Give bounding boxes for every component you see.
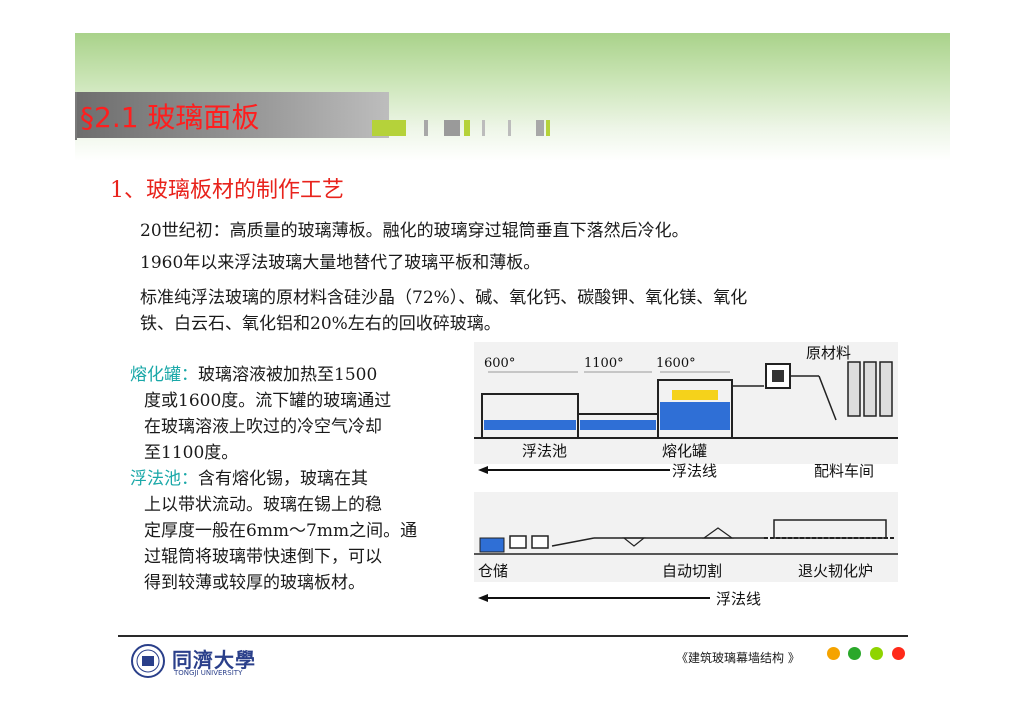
temp-1100-label: 1100° (584, 356, 624, 371)
float-line-5: 得到较薄或较厚的玻璃板材。 (144, 573, 365, 593)
annealing-label: 退火韧化炉 (798, 562, 874, 580)
float-line-3: 定厚度一般在6mm～7mm之间。通 (144, 521, 418, 541)
temp-600-label: 600° (484, 356, 516, 371)
float-process-diagram: 600° 1100° 1600° 原材料 浮法池 熔化罐 浮法线 配料车间 仓储… (474, 342, 898, 614)
melting-tank-label: 熔化罐 (662, 442, 708, 460)
logo-english: TONGJI UNIVERSITY (174, 669, 243, 677)
float-line-top-label: 浮法线 (672, 462, 718, 480)
temp-1600-label: 1600° (656, 356, 696, 371)
orange-dot-icon (827, 647, 840, 660)
red-dot-icon (892, 647, 905, 660)
auto-cut-label: 自动切割 (662, 562, 723, 580)
title-box (77, 92, 389, 138)
header-rule (75, 92, 77, 140)
batch-room-label: 配料车间 (814, 462, 875, 480)
tongji-logo: 同濟大學 TONGJI UNIVERSITY (130, 643, 270, 679)
green-dot-icon (848, 647, 861, 660)
course-title: 《建筑玻璃幕墙结构 》 (676, 651, 800, 665)
float-line-4: 过辊筒将玻璃带快速倒下，可以 (144, 547, 382, 567)
paragraph-3-line-2: 铁、白云石、氧化铝和20%左右的回收碎玻璃。 (140, 314, 501, 334)
float-bath-label: 浮法池 (522, 442, 568, 460)
paragraph-3-line-1: 标准纯浮法玻璃的原材料含硅沙晶（72%）、碱、氧化钙、碳酸钾、氧化镁、氧化 (140, 288, 748, 308)
process-diagram-graphic (474, 342, 898, 602)
float-label: 浮法池： (130, 469, 198, 489)
paragraph-1: 20世纪初：高质量的玻璃薄板。融化的玻璃穿过辊筒垂直下落然后冷化。 (140, 221, 689, 241)
float-line-1: 浮法池：含有熔化锡，玻璃在其 (130, 469, 368, 489)
melting-label: 熔化罐： (130, 365, 198, 385)
float-line-bottom-label: 浮法线 (716, 590, 762, 608)
lime-dot-icon (870, 647, 883, 660)
section-heading: 1、玻璃板材的制作工艺 (110, 178, 344, 203)
raw-material-label: 原材料 (806, 344, 852, 362)
float-line-2: 上以带状流动。玻璃在锡上的稳 (144, 495, 382, 515)
deco-bars (372, 120, 572, 136)
paragraph-2: 1960年以来浮法玻璃大量地替代了玻璃平板和薄板。 (140, 253, 541, 273)
melting-line-4: 至1100度。 (144, 443, 239, 463)
university-seal-icon (131, 644, 165, 678)
logo-chinese: 同濟大學 (172, 648, 256, 672)
melting-line-2: 度或1600度。流下罐的玻璃通过 (144, 391, 392, 411)
melting-line-3: 在玻璃溶液上吹过的冷空气冷却 (144, 417, 382, 437)
footer-rule (118, 635, 908, 637)
page-title: §2.1 玻璃面板 (80, 101, 260, 134)
storage-label: 仓储 (478, 562, 509, 580)
melting-line-1: 熔化罐：玻璃溶液被加热至1500 (130, 365, 378, 385)
